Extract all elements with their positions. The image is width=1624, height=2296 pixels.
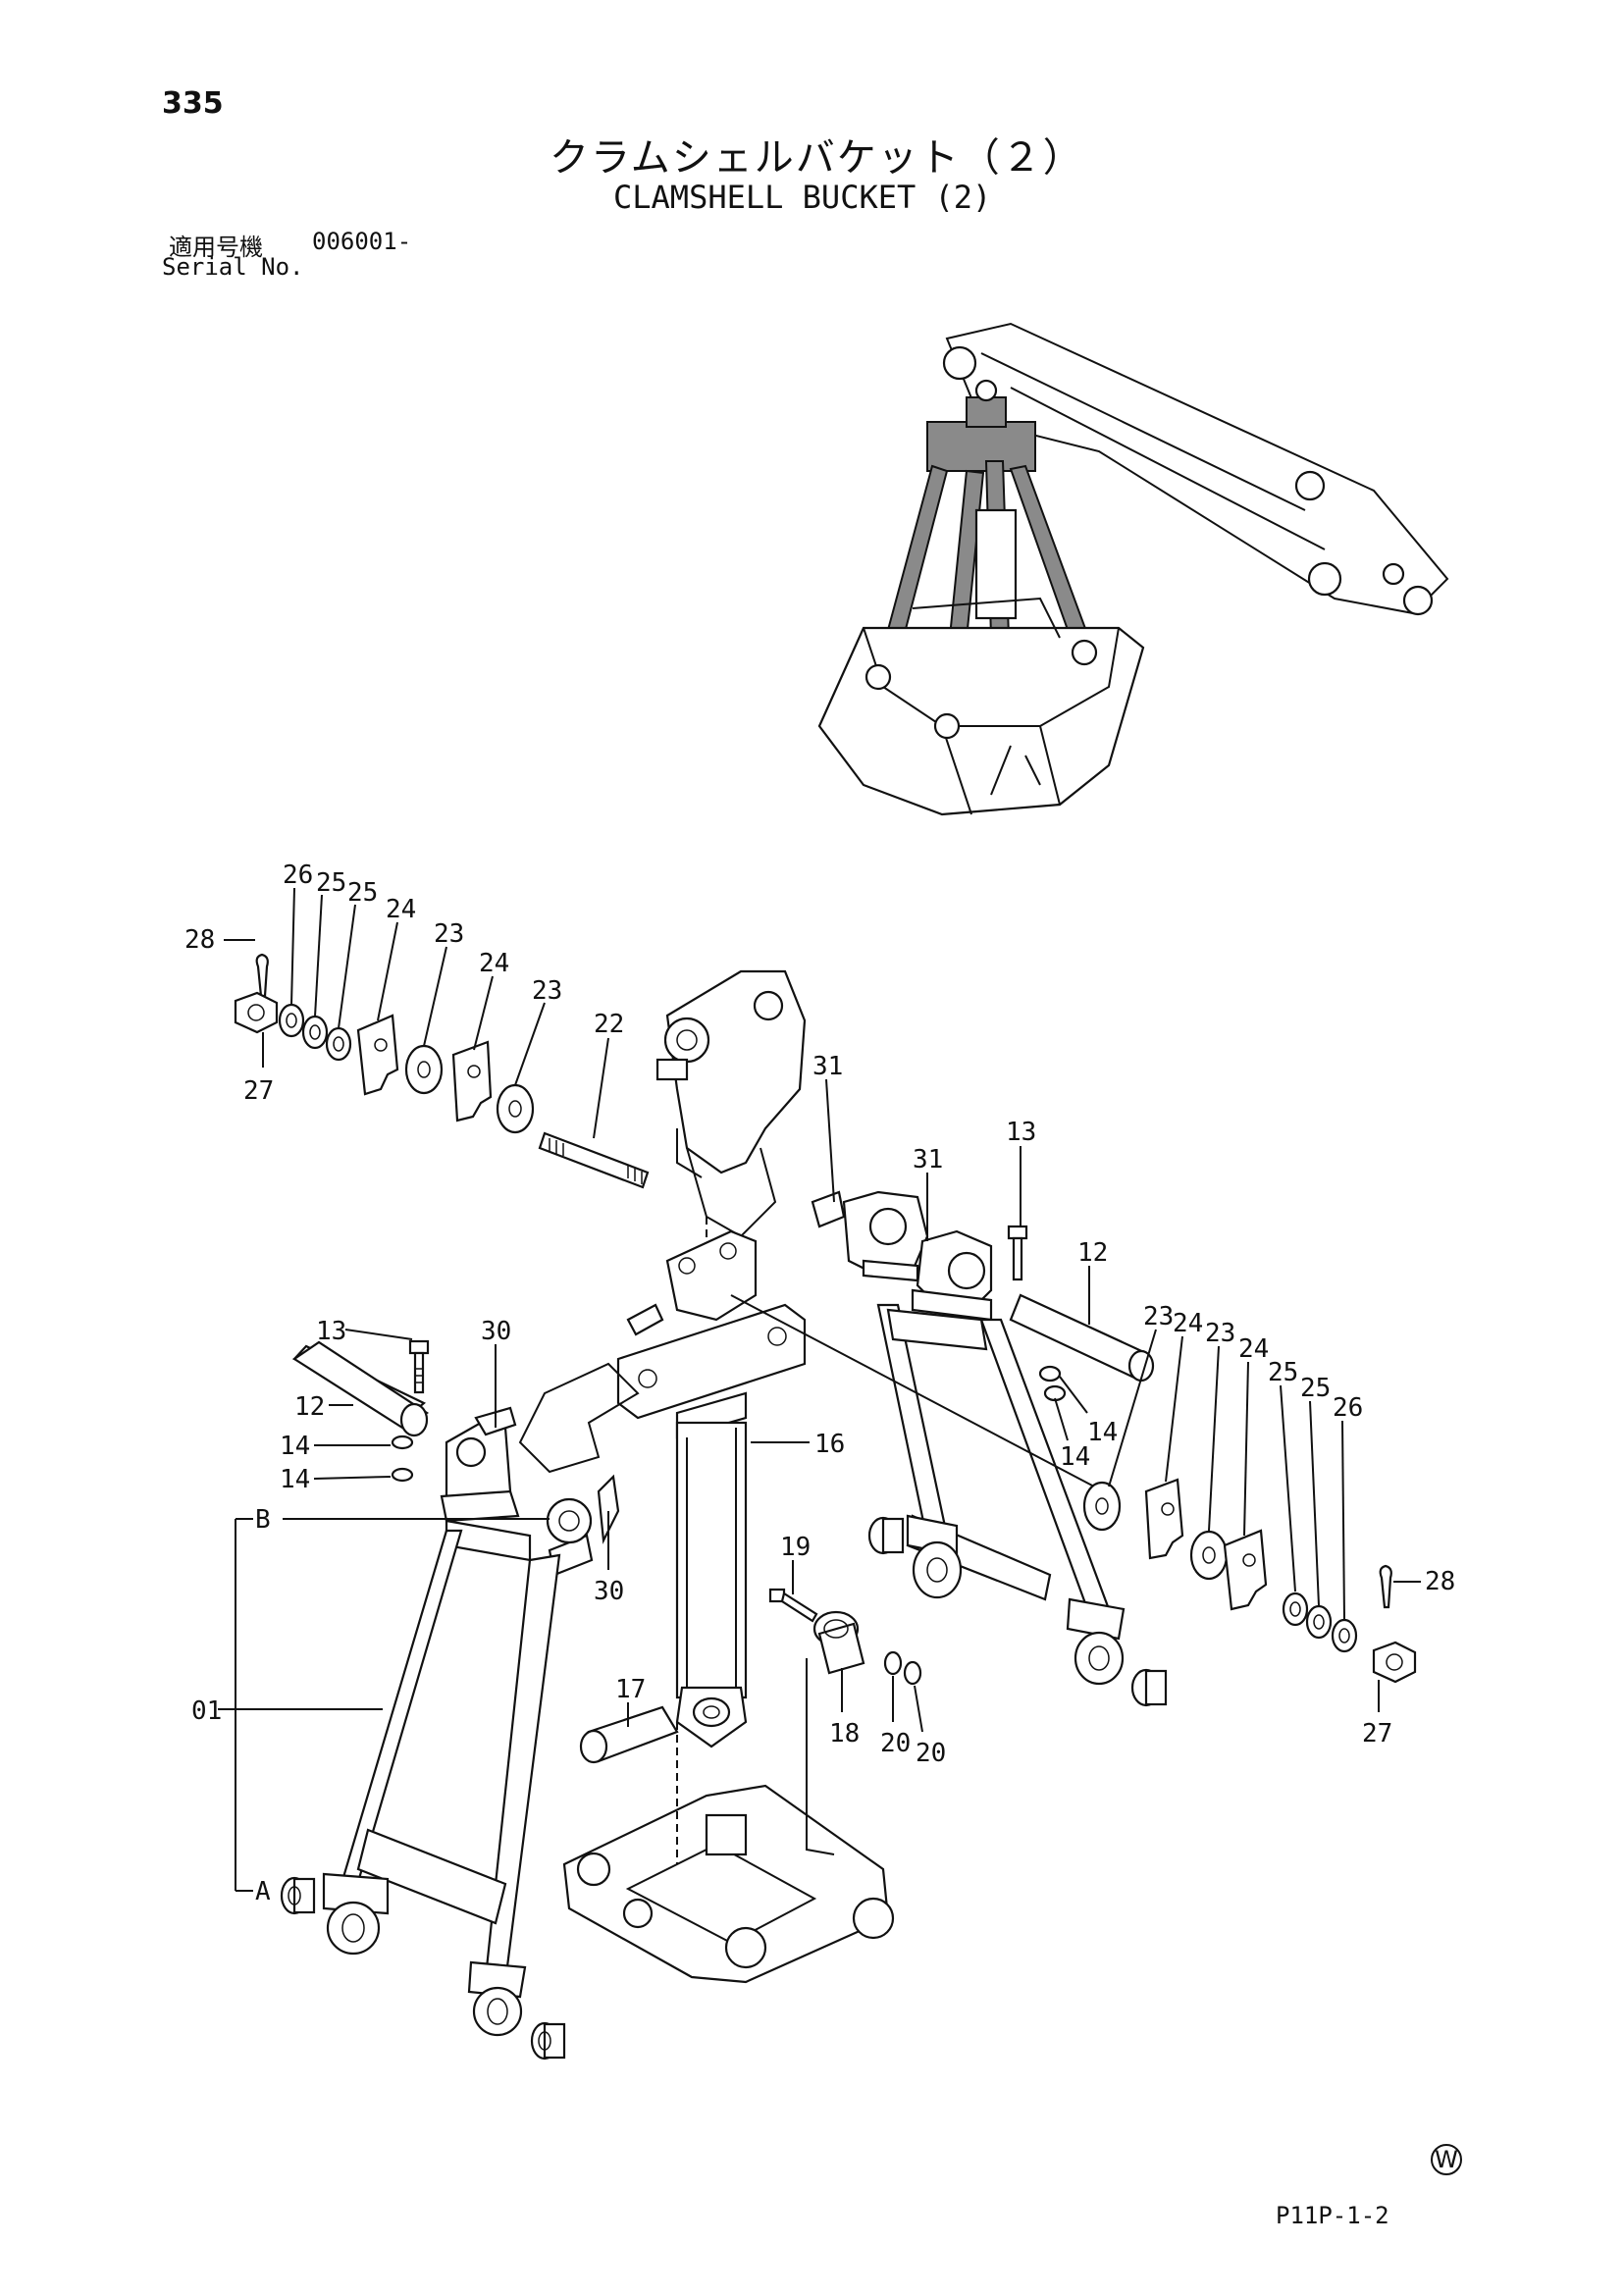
- callout-24-right-a: 24: [1173, 1309, 1203, 1338]
- callout-17: 17: [615, 1675, 646, 1704]
- callout-13-right: 13: [1006, 1118, 1036, 1147]
- callout-28-left: 28: [184, 925, 215, 955]
- callout-23-right-b: 23: [1205, 1319, 1235, 1348]
- serial-label-japanese: 適用号機: [169, 234, 263, 261]
- callout-12-right: 12: [1077, 1238, 1108, 1268]
- bottom-frame-assembly: [562, 1588, 922, 1984]
- callout-24-left-a: 24: [386, 895, 416, 924]
- callout-labels: 28 27 26 25 25 24 23 24 23 22 31 31 13 1…: [184, 861, 1455, 1906]
- right-pin-hardware: [1082, 1478, 1417, 1684]
- callout-23-right-a: 23: [1143, 1302, 1174, 1331]
- leader-lines: [218, 887, 1421, 1892]
- callout-27-left: 27: [243, 1076, 274, 1106]
- callout-18: 18: [829, 1719, 860, 1748]
- callout-30-lower: 30: [594, 1577, 624, 1606]
- callout-19: 19: [780, 1533, 811, 1562]
- callout-24-right-b: 24: [1238, 1334, 1269, 1364]
- callout-23-left-a: 23: [434, 919, 464, 949]
- overview-illustration: [817, 322, 1449, 816]
- callout-14-right-a: 14: [1087, 1418, 1118, 1447]
- left-arm-assembly: [280, 1474, 620, 2061]
- callout-27-right: 27: [1362, 1719, 1392, 1748]
- callout-20-b: 20: [916, 1739, 946, 1768]
- callout-25-right-b: 25: [1300, 1374, 1331, 1403]
- left-bracket-30: [440, 1406, 520, 1523]
- callout-14-right-b: 14: [1060, 1442, 1090, 1472]
- callout-22: 22: [594, 1010, 624, 1039]
- serial-label-english: Serial No.: [162, 253, 304, 281]
- callout-30-upper: 30: [481, 1317, 511, 1346]
- callout-28-right: 28: [1425, 1567, 1455, 1596]
- callout-25-left-b: 25: [347, 878, 378, 908]
- drawing-code: P11P-1-2: [1276, 2202, 1389, 2229]
- callout-24-left-b: 24: [479, 949, 509, 978]
- callout-12-left: 12: [294, 1392, 325, 1422]
- page-number: 335: [162, 86, 224, 121]
- callout-14-left-b: 14: [280, 1465, 310, 1494]
- callout-14-left-a: 14: [280, 1432, 310, 1461]
- callout-01: 01: [191, 1696, 222, 1726]
- w-symbol-mark: W: [1431, 2144, 1462, 2175]
- top-bracket-assembly: [538, 969, 807, 1336]
- callout-a: A: [255, 1877, 271, 1906]
- page-title-english: CLAMSHELL BUCKET (2): [613, 179, 992, 216]
- callout-b: B: [255, 1505, 271, 1535]
- left-pin-hardware: [234, 953, 535, 1134]
- serial-number-value: 006001-: [312, 228, 412, 255]
- callout-20-a: 20: [880, 1729, 911, 1758]
- callout-26-left: 26: [283, 861, 313, 890]
- callout-16: 16: [814, 1430, 845, 1459]
- callout-26-right: 26: [1333, 1393, 1363, 1423]
- callout-25-left-a: 25: [316, 868, 346, 898]
- callout-31-right: 31: [913, 1145, 943, 1174]
- callout-13-left: 13: [316, 1317, 346, 1346]
- callout-23-left-b: 23: [532, 976, 562, 1006]
- callout-31-left: 31: [812, 1052, 843, 1081]
- callout-25-right-a: 25: [1268, 1358, 1298, 1387]
- left-pin-12: [291, 1339, 430, 1483]
- page-title-japanese: クラムシェルバケット（２）: [550, 135, 1084, 181]
- right-arm-assembly: [730, 1190, 1168, 1707]
- cylinder-assembly: [518, 1303, 807, 1748]
